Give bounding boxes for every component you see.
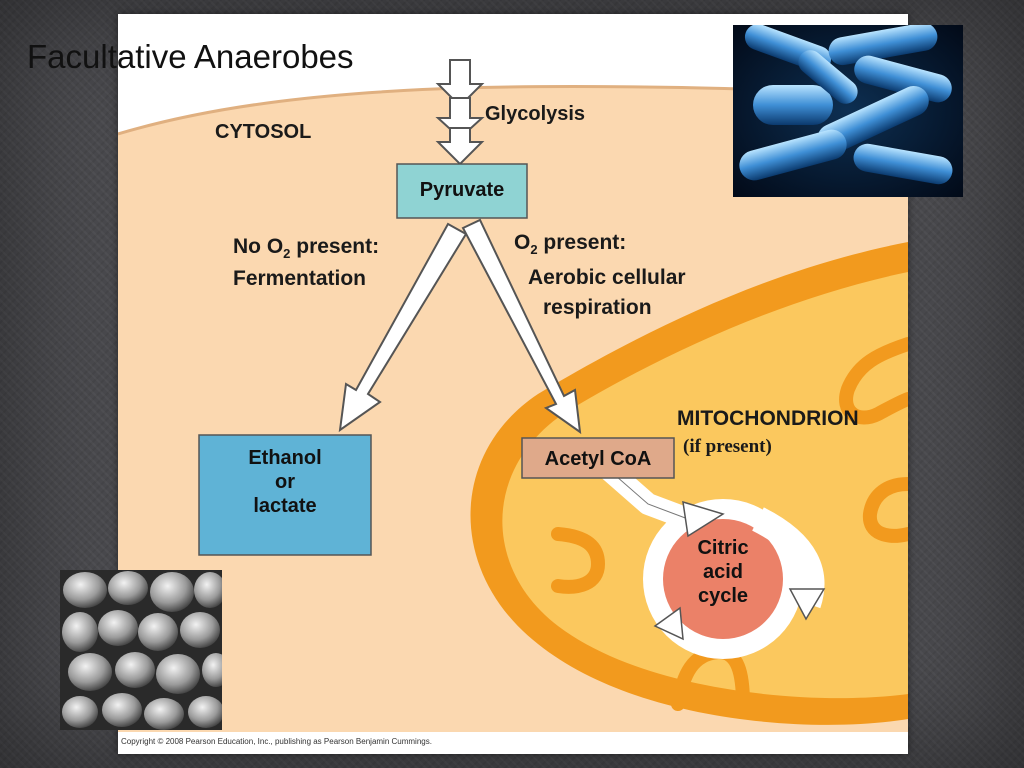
pyruvate-box <box>396 163 528 219</box>
products-box <box>198 434 372 556</box>
cytosol-label: CYTOSOL <box>215 121 312 143</box>
fermentation-label: Fermentation <box>233 267 367 290</box>
bacteria-photo <box>733 25 963 197</box>
mitochondrion-label: MITOCHONDRION <box>677 407 859 430</box>
citric-acid-cycle-label: Citric acid cycle <box>697 537 749 607</box>
glycolysis-label: Glycolysis <box>485 103 586 125</box>
acetyl-coa-box <box>521 437 675 479</box>
products-label: Ethanol or lactate <box>248 447 322 517</box>
acetyl-coa-label: Acetyl CoA <box>544 448 652 470</box>
respiration-label: respiration <box>543 296 652 319</box>
glycolysis-arrows <box>435 59 485 166</box>
if-present-label: (if present) <box>683 436 772 457</box>
respiration-diagram <box>118 59 908 732</box>
fermentation-arrow <box>338 222 468 433</box>
pyruvate-label: Pyruvate <box>419 179 505 201</box>
no-oxygen-label: No O2 present: <box>233 235 380 262</box>
yeast-photo <box>60 570 222 730</box>
aerobic-respiration-label: Aerobic cellular <box>528 266 686 289</box>
respiration-arrow <box>461 218 582 435</box>
mitochondrion-cristae <box>839 337 908 425</box>
cycle-center <box>663 519 783 639</box>
slide-title: Facultative Anaerobes <box>27 38 354 75</box>
copyright-notice: Copyright © 2008 Pearson Education, Inc.… <box>121 737 432 746</box>
oxygen-present-label: O2 present: <box>514 231 627 258</box>
